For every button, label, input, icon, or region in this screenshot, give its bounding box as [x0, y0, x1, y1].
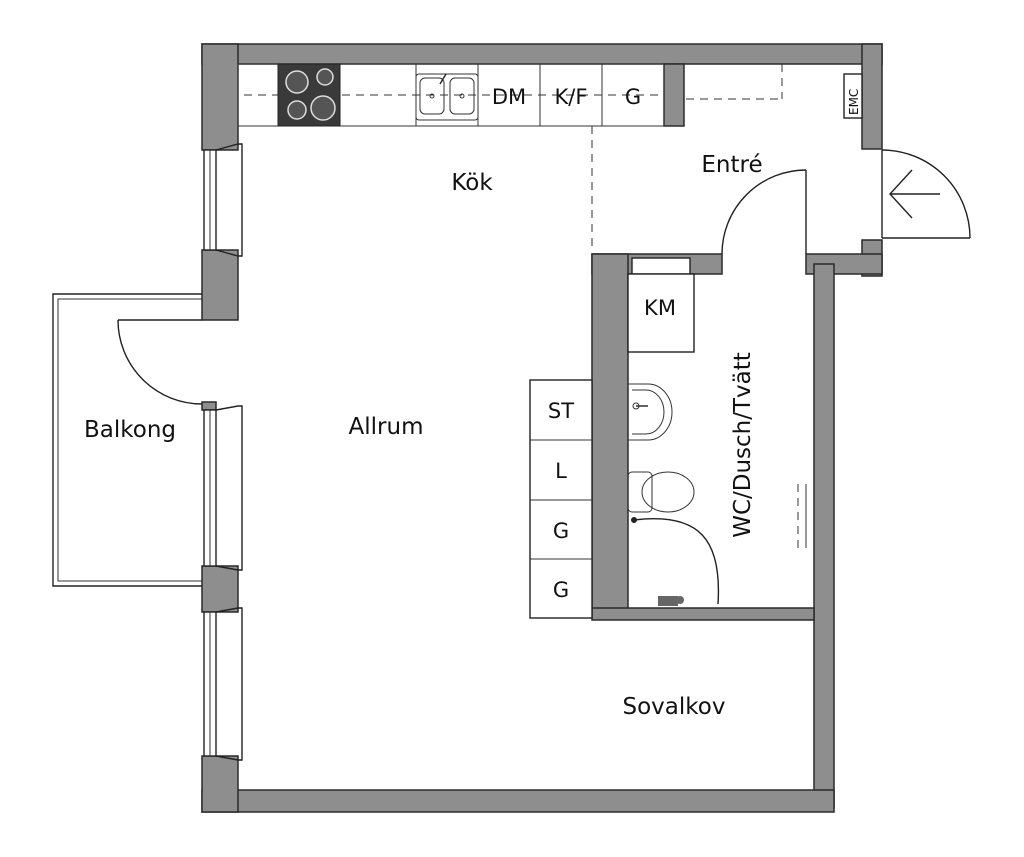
balcony-door: [117, 319, 203, 405]
bathroom-door: [721, 169, 807, 255]
room-label-balcony: Balkong: [84, 417, 176, 443]
wardrobe-label-st: ST: [548, 399, 574, 423]
washing-machine: [627, 257, 695, 353]
wardrobe-label-l: L: [555, 459, 567, 483]
fridge-freezer-label: K/F: [555, 85, 588, 109]
toilet-icon: [627, 471, 695, 513]
washer-label: KM: [644, 296, 676, 320]
room-label-kitchen: Kök: [451, 170, 493, 196]
room-label-living: Allrum: [349, 414, 424, 440]
meter-cabinet: [843, 73, 863, 119]
entrance-door: [881, 149, 971, 239]
floor-drain: [797, 484, 807, 548]
shower-hose: [631, 517, 720, 606]
balcony: [52, 293, 202, 587]
entrance-shelf: [591, 64, 783, 252]
wardrobe-unit: [529, 379, 593, 619]
wardrobe-label-g1: G: [553, 519, 569, 543]
room-label-entrance: Entré: [701, 152, 762, 178]
sink-icon: [415, 73, 479, 121]
windows: [203, 143, 243, 761]
washbasin-icon: [628, 383, 673, 441]
stove-icon: [277, 63, 341, 127]
room-label-bath: WC/Dusch/Tvätt: [730, 352, 756, 538]
dishwasher-label: DM: [492, 85, 526, 109]
entrance-arrow-icon: [889, 169, 940, 219]
room-label-alcove: Sovalkov: [623, 694, 726, 720]
kitchen-wardrobe-label: G: [625, 85, 641, 109]
meter-label: EMC: [847, 89, 861, 115]
wardrobe-label-g2: G: [553, 578, 569, 602]
